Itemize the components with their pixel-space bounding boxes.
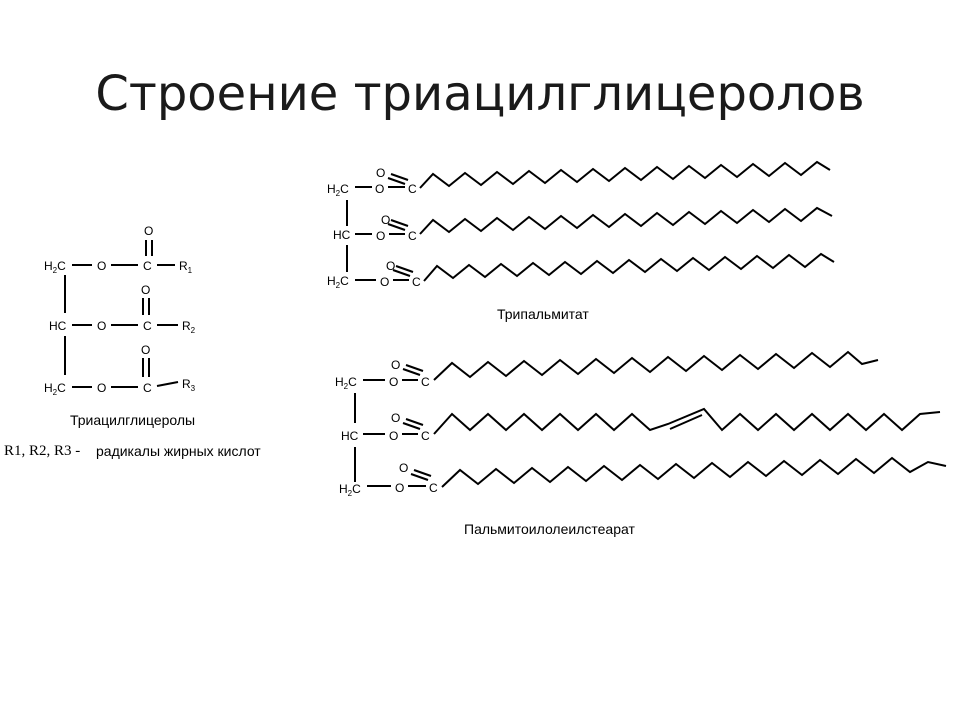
atom-c: C xyxy=(408,229,417,243)
atom-c: C xyxy=(421,429,430,443)
generic-caption: Триацилглицеролы xyxy=(70,412,196,428)
atom-o: O xyxy=(376,166,385,180)
atom-o: O xyxy=(389,429,398,443)
atom-o: O xyxy=(141,343,150,357)
atom-o: O xyxy=(376,229,385,243)
atom-c: C xyxy=(143,259,152,273)
atom-c: C xyxy=(429,481,438,495)
atom-o: O xyxy=(391,358,400,372)
mixed-caption: Пальмитоилолеилстеарат xyxy=(464,521,635,537)
atom-o: O xyxy=(399,461,408,475)
atom-h2c-bottom: H2C xyxy=(327,274,349,290)
atom-h2c-bottom: H2C xyxy=(339,482,361,498)
atom-o: O xyxy=(380,275,389,289)
atom-c: C xyxy=(421,375,430,389)
atom-o: O xyxy=(97,319,106,333)
atom-h2c-top: H2C xyxy=(335,375,357,391)
generic-structure: H2C O C R1 O HC O C R2 O H2C O xyxy=(44,224,196,397)
atom-r3: R3 xyxy=(182,377,196,393)
atom-o: O xyxy=(141,283,150,297)
atom-o: O xyxy=(97,259,106,273)
atom-o: O xyxy=(391,411,400,425)
mixed-structure: H2C O C O HC O C O H2C O C O xyxy=(335,350,947,498)
atom-h2c-bottom: H2C xyxy=(44,381,66,397)
atom-c: C xyxy=(412,275,421,289)
atom-o: O xyxy=(97,381,106,395)
atom-r1: R1 xyxy=(179,259,193,275)
legend-text: радикалы жирных кислот xyxy=(96,443,261,459)
atom-r2: R2 xyxy=(182,319,196,335)
atom-hc: HC xyxy=(49,319,67,333)
atom-hc: HC xyxy=(333,228,351,242)
atom-o: O xyxy=(144,224,153,238)
atom-o: O xyxy=(389,375,398,389)
atom-o: O xyxy=(381,213,390,227)
tripalmitate-structure: H2C O C O HC O C O H2C O C O xyxy=(327,160,835,290)
atom-o: O xyxy=(375,182,384,196)
atom-c: C xyxy=(408,182,417,196)
atom-hc: HC xyxy=(341,429,359,443)
atom-h2c-top: H2C xyxy=(327,182,349,198)
atom-o: O xyxy=(395,481,404,495)
atom-o: O xyxy=(386,259,395,273)
atom-c: C xyxy=(143,381,152,395)
slide-title: Строение триацилглицеролов xyxy=(95,66,865,122)
tripalmitate-caption: Трипальмитат xyxy=(497,306,589,322)
atom-c: C xyxy=(143,319,152,333)
atom-h2c-top: H2C xyxy=(44,259,66,275)
legend-symbols: R1, R2, R3 - xyxy=(4,443,81,459)
